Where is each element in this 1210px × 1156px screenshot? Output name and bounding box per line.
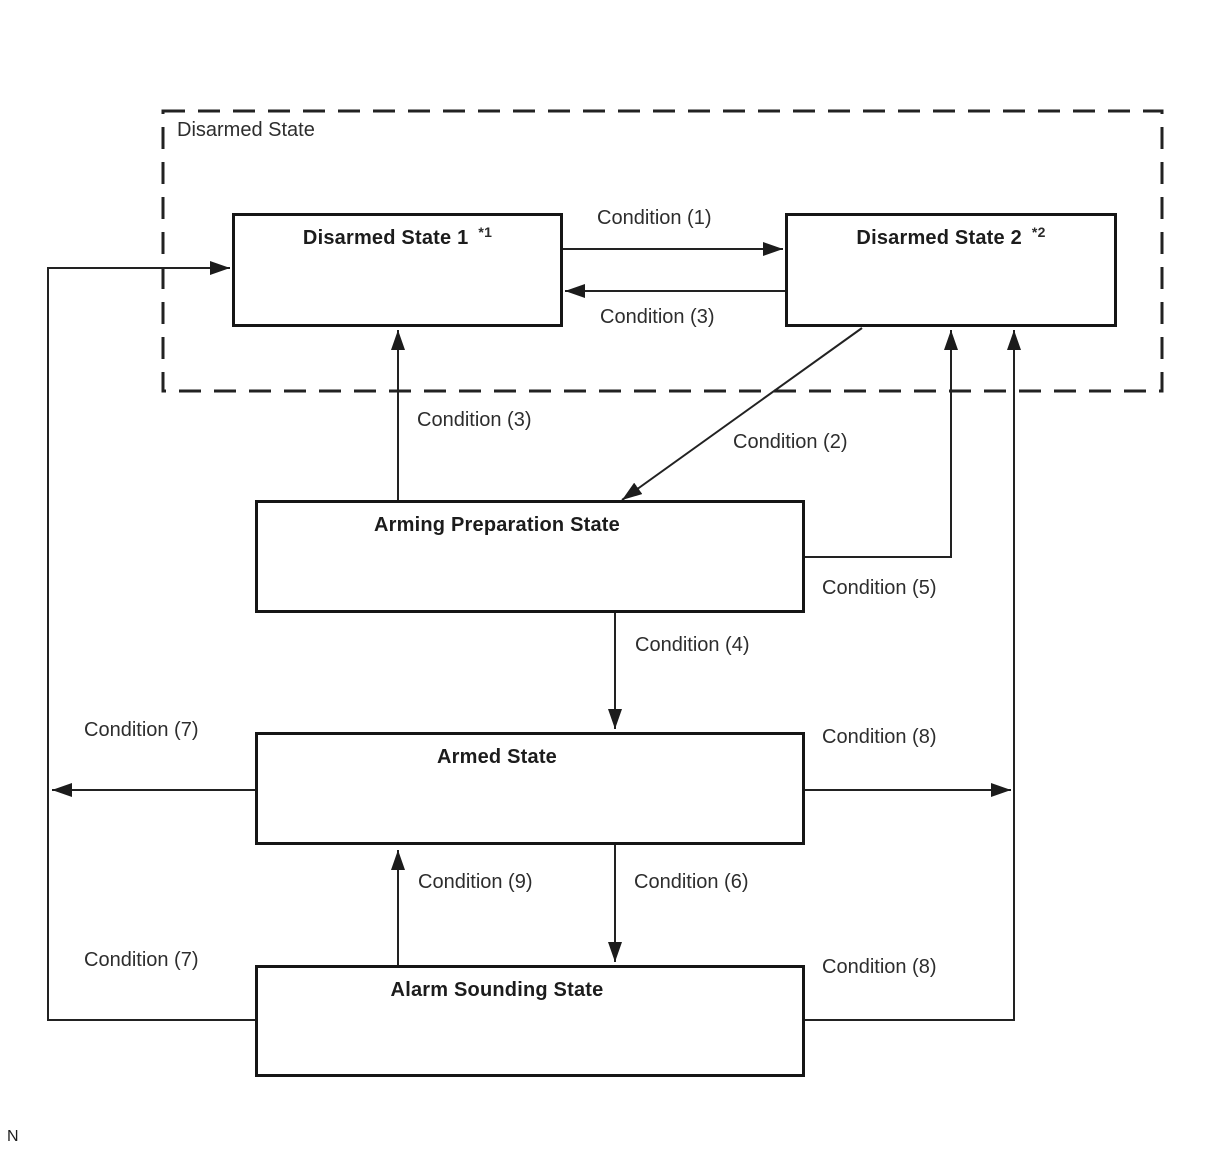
footnote-marker: N <box>7 1128 19 1145</box>
transition-label-condition-7-armed: Condition (7) <box>84 719 199 741</box>
state-box-disarmed-2: Disarmed State 2 *2 <box>785 213 1117 327</box>
state-label-arming-preparation: Arming Preparation State <box>374 514 620 536</box>
state-title-disarmed-2: Disarmed State 2 *2 <box>788 216 1114 250</box>
state-label-disarmed-2: Disarmed State 2 <box>856 227 1022 249</box>
transition-label-condition-3-up: Condition (3) <box>417 409 532 431</box>
state-box-armed: Armed State <box>255 732 805 845</box>
transition-label-condition-7-alarm: Condition (7) <box>84 949 199 971</box>
transition-label-condition-3-between: Condition (3) <box>600 306 715 328</box>
transition-label-condition-2: Condition (2) <box>733 431 848 453</box>
transition-label-condition-8-armed: Condition (8) <box>822 726 937 748</box>
transition-label-condition-4: Condition (4) <box>635 634 750 656</box>
transition-label-condition-5: Condition (5) <box>822 577 937 599</box>
state-title-disarmed-1: Disarmed State 1 *1 <box>235 216 560 250</box>
state-box-arming-preparation: Arming Preparation State <box>255 500 805 613</box>
state-label-armed: Armed State <box>436 746 557 768</box>
state-box-disarmed-1: Disarmed State 1 *1 <box>232 213 563 327</box>
state-box-alarm-sounding: Alarm Sounding State <box>255 965 805 1077</box>
disarmed-group-label: Disarmed State <box>177 119 315 141</box>
transition-label-condition-9: Condition (9) <box>418 871 533 893</box>
transition-label-condition-6: Condition (6) <box>634 871 749 893</box>
state-label-disarmed-1: Disarmed State 1 <box>302 227 469 249</box>
transition-line-condition-7-alarm-feedback <box>47 261 257 1021</box>
transition-line-condition-5 <box>805 330 958 558</box>
transition-line-condition-2 <box>621 327 863 501</box>
transition-label-condition-1: Condition (1) <box>597 207 712 229</box>
state-label-alarm-sounding: Alarm Sounding State <box>390 979 604 1001</box>
transition-line-condition-8-alarm-riser <box>805 330 1021 1021</box>
disarmed-group-dashed-border <box>161 109 1164 393</box>
state-note-disarmed-2: *2 <box>1031 224 1046 240</box>
transition-label-condition-8-alarm: Condition (8) <box>822 956 937 978</box>
state-note-disarmed-1: *1 <box>478 224 493 240</box>
